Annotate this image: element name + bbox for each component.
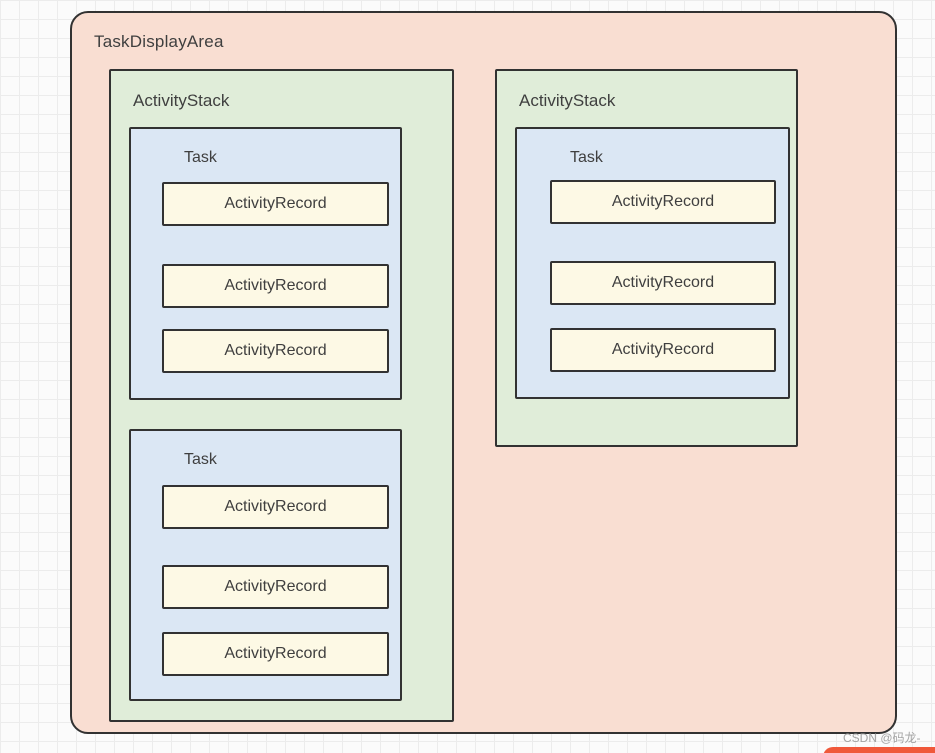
- activity-record-box: ActivityRecord: [162, 182, 389, 226]
- task-box: Task ActivityRecord ActivityRecord Activ…: [129, 127, 402, 400]
- clipped-red-banner: [823, 747, 935, 753]
- activity-stack-left-box: ActivityStack Task ActivityRecord Activi…: [109, 69, 454, 722]
- task-label: Task: [184, 451, 217, 468]
- task-display-area-label: TaskDisplayArea: [94, 32, 224, 51]
- activity-record-box: ActivityRecord: [162, 329, 389, 373]
- task-box: Task ActivityRecord ActivityRecord Activ…: [515, 127, 790, 399]
- watermark-text: CSDN @码龙-: [843, 731, 921, 745]
- activity-stack-label: ActivityStack: [133, 91, 230, 110]
- activity-stack-right-box: ActivityStack Task ActivityRecord Activi…: [495, 69, 798, 447]
- activity-stack-label: ActivityStack: [519, 91, 616, 110]
- task-label: Task: [184, 149, 217, 166]
- activity-record-box: ActivityRecord: [162, 485, 389, 529]
- activity-record-box: ActivityRecord: [550, 328, 776, 372]
- activity-record-box: ActivityRecord: [162, 632, 389, 676]
- task-label: Task: [570, 149, 603, 166]
- task-box: Task ActivityRecord ActivityRecord Activ…: [129, 429, 402, 701]
- activity-record-box: ActivityRecord: [550, 261, 776, 305]
- activity-record-box: ActivityRecord: [162, 264, 389, 308]
- activity-record-box: ActivityRecord: [550, 180, 776, 224]
- task-display-area-box: TaskDisplayArea ActivityStack Task Activ…: [70, 11, 897, 734]
- activity-record-box: ActivityRecord: [162, 565, 389, 609]
